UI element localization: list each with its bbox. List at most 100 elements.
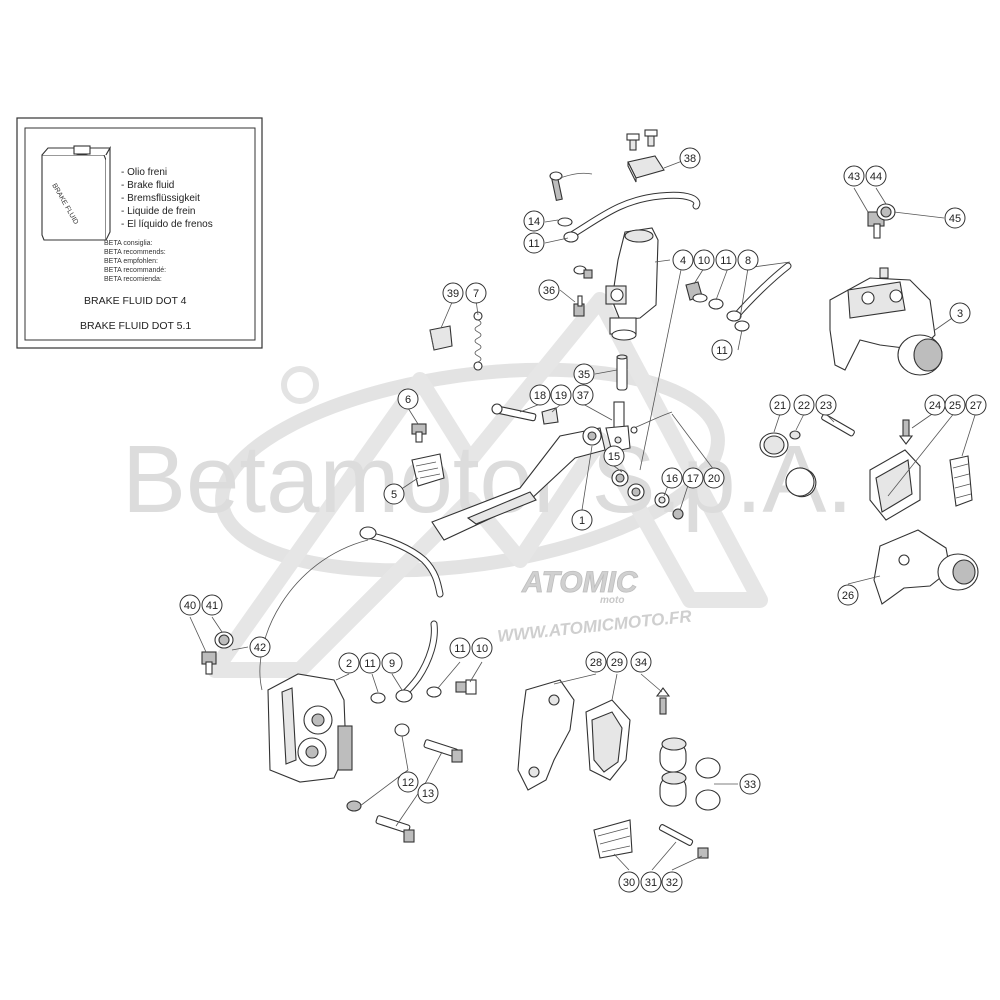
pedal-bearings [611, 469, 684, 520]
svg-text:12: 12 [402, 777, 414, 789]
caliper-bolt-lower [375, 815, 415, 843]
callout-40: 40 [179, 594, 201, 616]
svg-text:11: 11 [720, 255, 731, 267]
callout-19: 19 [550, 384, 572, 406]
rear-caliper-bracket [873, 529, 979, 605]
callout-41: 41 [201, 594, 223, 616]
svg-text:11: 11 [528, 238, 539, 250]
svg-text:4: 4 [680, 255, 686, 267]
svg-text:2: 2 [346, 658, 352, 670]
callout-42: 42 [249, 636, 271, 658]
callout-7: 7 [465, 282, 487, 304]
brake-fluid-legend: BRAKE FLUID - Olio freni - Brake fluid -… [16, 117, 263, 349]
rear-caliper-pistons [759, 413, 855, 498]
recommend-es: BETA recomienda: [104, 276, 162, 283]
banjo-bolt-right [685, 281, 708, 303]
front-caliper [267, 673, 353, 783]
brake-pedal [431, 426, 606, 541]
svg-text:37: 37 [577, 390, 589, 402]
master-cylinder [605, 227, 659, 341]
svg-text:43: 43 [848, 171, 860, 183]
callout-18: 18 [529, 384, 551, 406]
svg-text:10: 10 [476, 643, 488, 655]
banjo-bolt-front [455, 679, 477, 695]
bracket-19 [541, 407, 559, 425]
front-brake-pads [585, 699, 631, 781]
svg-text:11: 11 [716, 345, 727, 357]
pin-clip-32 [697, 847, 709, 859]
washer-right-2 [734, 320, 750, 332]
callout-10-rear: 10 [693, 249, 715, 271]
rear-bleeder-set [867, 203, 896, 239]
svg-text:40: 40 [184, 600, 196, 612]
washer-right-1 [708, 298, 724, 310]
svg-text:42: 42 [254, 642, 266, 654]
watermark-logo-sub: moto [600, 595, 624, 606]
grade-dot51: BRAKE FLUID DOT 5.1 [80, 320, 191, 332]
fluid-name-de: - Bremsflüssigkeit [121, 193, 200, 204]
caliper-bolt-upper [423, 739, 463, 763]
callout-8: 8 [737, 249, 759, 271]
fluid-name-es: - El líquido de frenos [121, 219, 213, 230]
cotter-pin [630, 411, 673, 434]
svg-text:6: 6 [405, 394, 411, 406]
callout-38: 38 [679, 147, 701, 169]
callout-11-right: 11 [711, 339, 733, 361]
callout-17: 17 [682, 467, 704, 489]
callout-37: 37 [572, 384, 594, 406]
callout-25: 25 [944, 394, 966, 416]
front-caliper-pistons [659, 737, 721, 811]
svg-text:5: 5 [391, 489, 397, 501]
fluid-name-en: - Brake fluid [121, 180, 174, 191]
washer-front-12a [394, 723, 410, 737]
screw-6 [411, 423, 427, 443]
svg-text:26: 26 [842, 590, 854, 602]
callout-14: 14 [523, 210, 545, 232]
clevis [605, 401, 631, 453]
svg-text:27: 27 [970, 400, 982, 412]
recommend-it: BETA consiglia: [104, 240, 153, 247]
callout-11-front-b: 11 [449, 637, 471, 659]
svg-text:31: 31 [645, 877, 657, 889]
callout-9: 9 [381, 652, 403, 674]
svg-text:13: 13 [422, 788, 434, 800]
brake-hose-upper [563, 191, 701, 243]
watermark-url: WWW.ATOMICMOTO.FR [496, 607, 693, 646]
svg-text:3: 3 [957, 308, 963, 320]
recommend-en: BETA recommends: [104, 249, 166, 256]
svg-text:1: 1 [579, 515, 585, 527]
banjo-bolt-top [549, 171, 593, 202]
svg-text:20: 20 [708, 473, 720, 485]
callout-13: 13 [417, 782, 439, 804]
svg-text:18: 18 [534, 390, 546, 402]
svg-text:45: 45 [949, 213, 961, 225]
push-rod [616, 354, 628, 391]
bleeder-34 [655, 687, 671, 715]
callout-29: 29 [606, 651, 628, 673]
callout-33: 33 [739, 773, 761, 795]
fluid-name-fr: - Liquide de frein [121, 206, 196, 217]
brake-fluid-can-icon: BRAKE FLUID [41, 145, 111, 241]
callout-20: 20 [703, 467, 725, 489]
washer-top-1 [557, 217, 573, 227]
callout-43: 43 [843, 165, 865, 187]
callout-34: 34 [630, 651, 652, 673]
rear-brake-pads [869, 449, 921, 521]
brake-hose-front [259, 526, 444, 703]
callout-22: 22 [793, 394, 815, 416]
washer-front-1 [370, 692, 386, 704]
svg-text:22: 22 [798, 400, 810, 412]
pad-spring-27 [949, 455, 973, 507]
callout-16: 16 [661, 467, 683, 489]
brake-pedal-tip [411, 453, 445, 487]
svg-text:39: 39 [447, 288, 459, 300]
callout-36: 36 [538, 279, 560, 301]
callout-12: 12 [397, 771, 419, 793]
front-bleeder-set [201, 631, 234, 675]
svg-text:7: 7 [473, 288, 479, 300]
callout-6: 6 [397, 388, 419, 410]
svg-text:32: 32 [666, 877, 678, 889]
callout-5: 5 [383, 483, 405, 505]
fluid-name-it: - Olio freni [121, 167, 167, 178]
